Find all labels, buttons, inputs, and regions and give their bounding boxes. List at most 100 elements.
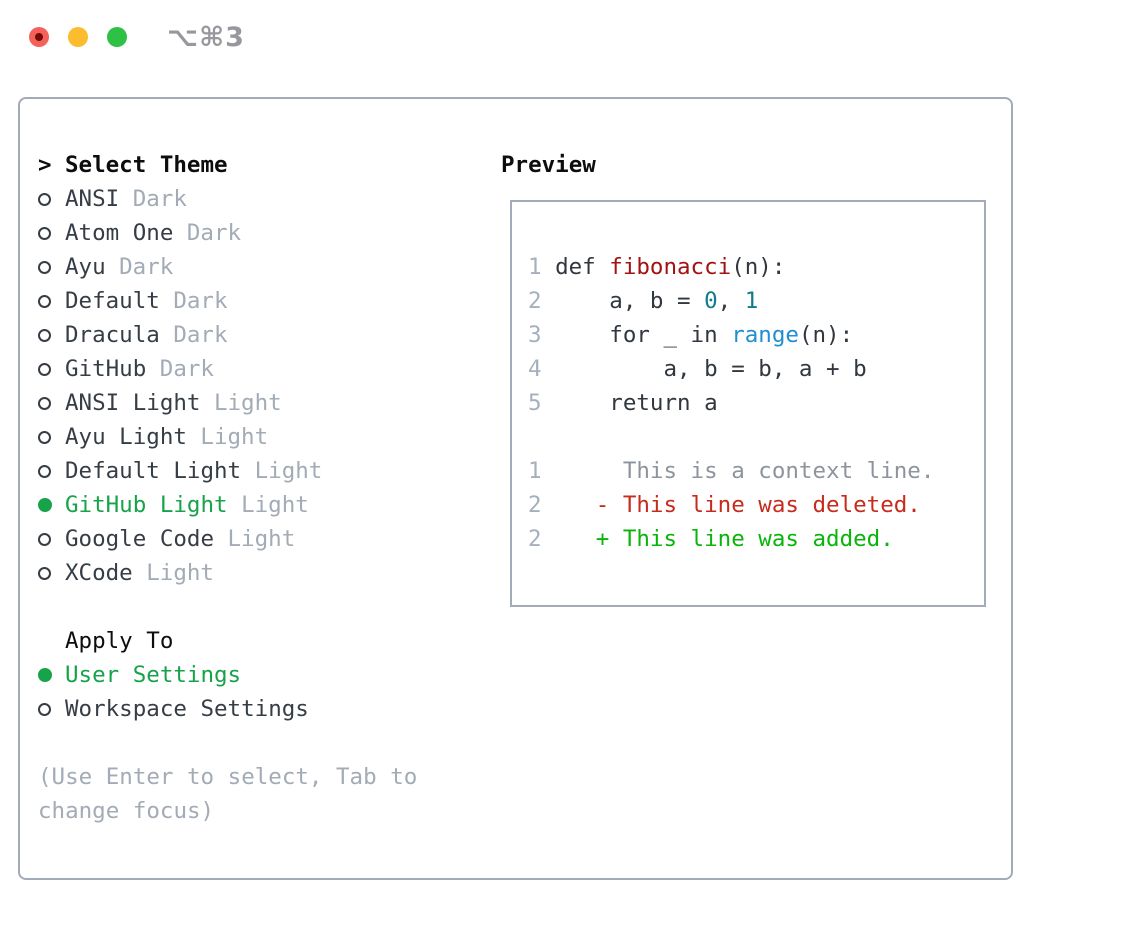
code-segment-added: + This line was added. bbox=[595, 526, 894, 552]
zoom-button[interactable] bbox=[107, 27, 127, 47]
theme-option[interactable]: GitHub Dark bbox=[38, 352, 1011, 386]
code-segment-plain: def bbox=[555, 254, 610, 280]
line-number: 5 bbox=[528, 390, 556, 416]
code-segment-plain bbox=[555, 526, 596, 552]
preview-line: 2 + This line was added. bbox=[528, 522, 984, 556]
radio-unselected-icon bbox=[38, 226, 51, 240]
theme-option[interactable]: Ayu Dark bbox=[38, 250, 1011, 284]
radio-selected-icon bbox=[38, 498, 52, 512]
option-label: Google Code bbox=[65, 526, 215, 552]
radio-unselected-icon bbox=[38, 328, 51, 342]
option-variant-label: Light bbox=[254, 458, 323, 484]
code-segment-plain: , bbox=[717, 288, 745, 314]
apply-option[interactable]: User Settings bbox=[38, 658, 1011, 692]
window-title: ⌥⌘3 bbox=[167, 22, 245, 53]
option-label: ANSI bbox=[65, 186, 120, 212]
code-segment-plain: a, b = bbox=[555, 288, 705, 314]
radio-unselected-icon bbox=[38, 192, 51, 206]
theme-option[interactable]: ANSI Light Light bbox=[38, 386, 1011, 420]
code-segment-func: fibonacci bbox=[609, 254, 732, 280]
radio-unselected-icon bbox=[38, 702, 51, 716]
code-segment-plain: a, b = b, a + b bbox=[555, 356, 867, 382]
code-segment-plain: (n): bbox=[731, 254, 786, 280]
radio-unselected-icon bbox=[38, 294, 51, 308]
preview-line bbox=[528, 420, 984, 454]
preview-line: 5 return a bbox=[528, 386, 984, 420]
option-label: Default bbox=[65, 288, 160, 314]
option-variant-label: Dark bbox=[186, 220, 242, 246]
preview-title: Preview bbox=[501, 152, 596, 178]
theme-option[interactable]: Atom One Dark bbox=[38, 216, 1011, 250]
line-number: 1 bbox=[528, 458, 556, 484]
radio-selected-icon bbox=[38, 668, 52, 682]
theme-option[interactable]: Default Dark bbox=[38, 284, 1011, 318]
option-label: Ayu bbox=[65, 254, 106, 280]
radio-unselected-icon bbox=[38, 464, 51, 478]
titlebar: ⌥⌘3 bbox=[0, 0, 1140, 74]
line-number: 4 bbox=[528, 356, 556, 382]
option-label: GitHub Light bbox=[65, 492, 228, 518]
theme-option[interactable]: GitHub Light Light bbox=[38, 488, 1011, 522]
radio-unselected-icon bbox=[38, 396, 51, 410]
preview-line: 1 def fibonacci(n): bbox=[528, 250, 984, 284]
option-label: Default Light bbox=[65, 458, 242, 484]
preview-line: 4 a, b = b, a + b bbox=[528, 352, 984, 386]
code-segment-plain: for _ in bbox=[555, 322, 732, 348]
radio-unselected-icon bbox=[38, 566, 51, 580]
option-label: Ayu Light bbox=[65, 424, 187, 450]
code-segment-plain bbox=[555, 492, 596, 518]
code-segment-builtin: range bbox=[731, 322, 799, 348]
theme-option[interactable]: Dracula Dark bbox=[38, 318, 1011, 352]
line-number: 1 bbox=[528, 254, 556, 280]
line-number: 3 bbox=[528, 322, 556, 348]
code-segment-number: 1 bbox=[744, 288, 759, 314]
theme-option[interactable]: Default Light Light bbox=[38, 454, 1011, 488]
apply-to-header: Apply To bbox=[38, 624, 1011, 658]
preview-line: 2 a, b = 0, 1 bbox=[528, 284, 984, 318]
code-segment-plain: (n): bbox=[798, 322, 854, 348]
option-variant-label: Light bbox=[200, 424, 269, 450]
option-label: XCode bbox=[65, 560, 133, 586]
preview-line: 1 This is a context line. bbox=[528, 454, 984, 488]
code-segment-number: 0 bbox=[704, 288, 718, 314]
apply-option[interactable]: Workspace Settings bbox=[38, 692, 1011, 726]
line-number: 2 bbox=[528, 492, 556, 518]
code-segment-plain: return a bbox=[555, 390, 718, 416]
option-variant-label: Light bbox=[227, 526, 296, 552]
option-label: GitHub bbox=[65, 356, 147, 382]
radio-unselected-icon bbox=[38, 362, 51, 376]
line-number: 2 bbox=[528, 526, 556, 552]
keyboard-hint: (Use Enter to select, Tab to change focu… bbox=[38, 764, 418, 824]
code-segment-context: This is a context line. bbox=[555, 458, 935, 484]
option-variant-label: Light bbox=[213, 390, 282, 416]
theme-option[interactable]: Google Code Light bbox=[38, 522, 1011, 556]
option-label: Dracula bbox=[65, 322, 160, 348]
option-label: Atom One bbox=[65, 220, 174, 246]
focus-caret-icon: > bbox=[38, 152, 52, 178]
radio-unselected-icon bbox=[38, 260, 51, 274]
option-variant-label: Dark bbox=[173, 288, 228, 314]
preview-line: 2 - This line was deleted. bbox=[528, 488, 984, 522]
radio-unselected-icon bbox=[38, 430, 51, 444]
option-variant-label: Dark bbox=[159, 356, 214, 382]
code-segment-deleted: - This line was deleted. bbox=[595, 492, 921, 518]
option-variant-label: Dark bbox=[119, 254, 174, 280]
close-button[interactable] bbox=[29, 27, 49, 47]
option-variant-label: Light bbox=[241, 492, 309, 518]
option-variant-label: Dark bbox=[173, 322, 228, 348]
option-label: Workspace Settings bbox=[65, 696, 309, 722]
theme-list-header: >Select Theme bbox=[38, 148, 1011, 182]
radio-unselected-icon bbox=[38, 532, 51, 546]
option-label: ANSI Light bbox=[65, 390, 201, 416]
apply-to-title: Apply To bbox=[65, 628, 174, 654]
option-label: User Settings bbox=[65, 662, 242, 688]
theme-option[interactable]: Ayu Light Light bbox=[38, 420, 1011, 454]
minimize-button[interactable] bbox=[68, 27, 88, 47]
spacer bbox=[38, 726, 1011, 760]
